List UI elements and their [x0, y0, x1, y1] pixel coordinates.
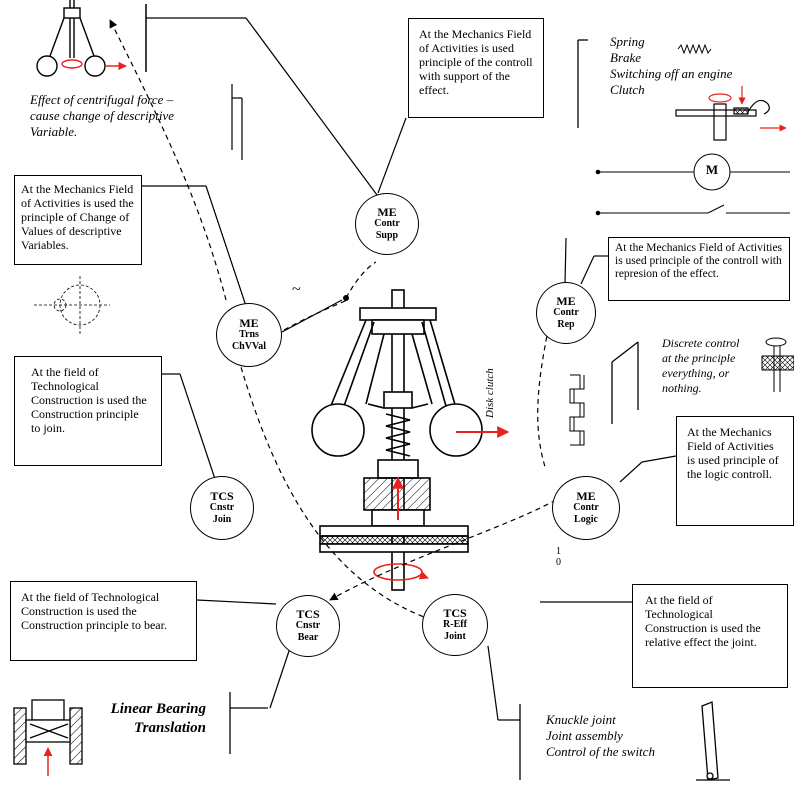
node-me-trns-chvval: ME Trns ChVVal [216, 303, 282, 367]
node-tcs-cnstr-bear: TCS Cnstr Bear [276, 595, 340, 657]
node-line-1: ME [556, 294, 576, 308]
caption-spring: Spring Brake Switching off an engine Clu… [610, 34, 790, 98]
node-line-3: Join [212, 514, 232, 525]
caption-line: Discrete control [662, 336, 740, 350]
caption-line: Joint assembly [546, 728, 623, 743]
node-line-3: Supp [375, 230, 399, 241]
node-line-2: Trns [239, 329, 259, 340]
caption-knuckle: Knuckle joint Joint assembly Control of … [546, 712, 696, 760]
caption-line: Translation [134, 720, 206, 736]
box-reff: At the field of Technological Constructi… [632, 584, 788, 688]
node-line-1: TCS [296, 607, 320, 621]
node-line-2: Contr [374, 218, 400, 229]
node-line-3: Logic [574, 514, 598, 525]
node-me-contr-supp: ME Contr Supp [355, 193, 419, 255]
box-bear: At the field of Technological Constructi… [10, 581, 197, 661]
caption-line: cause change of descriptive [30, 108, 175, 123]
caption-line: at the principle [662, 351, 736, 365]
caption-centrifugal: Effect of centrifugal force – cause chan… [30, 92, 230, 140]
node-tcs-cnstr-join: TCS Cnstr Join [190, 476, 254, 540]
caption-line: nothing. [662, 381, 702, 395]
brake-sketch [675, 86, 787, 141]
node-line-1: ME [576, 489, 596, 503]
spring-symbol [677, 43, 712, 55]
box-contr-supp: At the Mechanics Field of Activities is … [408, 18, 544, 118]
motor-circuit [595, 153, 790, 216]
caption-line: everything, or [662, 366, 730, 380]
caption-line: Variable. [30, 124, 78, 139]
node-line-2: R-Eff [443, 619, 467, 630]
caption-line: Spring [610, 34, 645, 49]
caption-discrete: Discrete control at the principle everyt… [662, 336, 772, 396]
node-line-2: Contr [573, 502, 599, 513]
node-line-2: Cnstr [209, 502, 235, 513]
circle-sketch [34, 276, 110, 334]
node-me-contr-logic: ME Contr Logic [552, 476, 620, 540]
node-line-3: Bear [297, 632, 319, 643]
linear-bearing-sketch [13, 699, 83, 776]
binary-digits: 1 0 [556, 546, 561, 568]
node-line-3: ChVVal [231, 341, 267, 352]
caption-line: Knuckle joint [546, 712, 616, 727]
caption-disk-clutch: Disk clutch [484, 368, 496, 418]
motor-label: M [705, 162, 719, 177]
node-line-1: ME [239, 316, 259, 330]
tilde-mark: ~ [292, 281, 301, 298]
node-line-1: TCS [210, 489, 234, 503]
node-tcs-reff-joint: TCS R-Eff Joint [422, 594, 488, 656]
box-join: At the field of Technological Constructi… [14, 356, 162, 466]
node-line-1: TCS [443, 606, 467, 620]
binary-digit: 0 [556, 557, 561, 568]
node-me-contr-rep: ME Contr Rep [536, 282, 596, 344]
caption-line: Switching off an engine [610, 66, 733, 81]
pin-sketch [761, 337, 794, 392]
solid-connectors [142, 17, 677, 721]
node-line-3: Joint [444, 631, 466, 642]
caption-line: Clutch [610, 82, 645, 97]
box-contr-rep: At the Mechanics Field of Activities is … [608, 237, 790, 301]
node-line-2: Cnstr [295, 620, 321, 631]
binary-digit: 1 [556, 546, 561, 557]
box-chvval: At the Mechanics Field of Activities is … [14, 175, 142, 265]
caption-line: Linear Bearing [110, 701, 206, 717]
caption-linear-bearing: Linear Bearing Translation [88, 700, 206, 738]
step-graph [569, 374, 585, 446]
knuckle-joint-sketch [696, 701, 730, 781]
caption-line: Effect of centrifugal force – [30, 92, 174, 107]
node-line-2: Contr [553, 307, 579, 318]
node-line-1: ME [377, 205, 397, 219]
box-logic: At the Mechanics Field of Activities is … [676, 416, 794, 526]
node-line-3: Rep [557, 319, 575, 330]
caption-line: Brake [610, 50, 642, 65]
centrifugal-pendulum-sketch [36, 0, 127, 77]
governor-mechanism [311, 289, 483, 591]
caption-line: Control of the switch [546, 744, 655, 759]
